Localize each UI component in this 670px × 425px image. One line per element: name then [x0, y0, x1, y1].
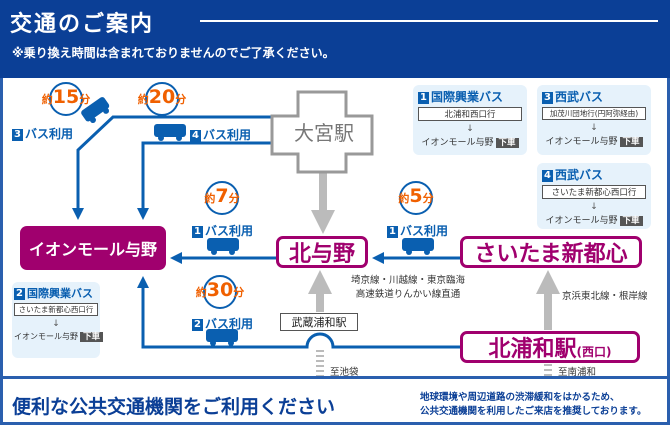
omiya-station: 大宮駅 [294, 121, 354, 145]
saitama-shintoshin-station: さいたま新都心 [460, 236, 642, 268]
bus-icon [154, 124, 186, 141]
route-4-line [137, 141, 282, 220]
bus-icon [207, 238, 239, 255]
to-minamiurawa: 至南浦和 [558, 367, 597, 378]
time-bubble [49, 82, 83, 116]
time-bubble [399, 181, 433, 215]
footer [3, 376, 667, 422]
kitaurawa-station: 北浦和駅(西口) [460, 331, 640, 363]
kitayono-station: 北与野 [276, 236, 368, 268]
aeon-mall-yono: イオンモール与野 [20, 226, 166, 270]
time-route-1-kitayono: 約7分 [204, 185, 240, 207]
time-bubble [145, 82, 179, 116]
to-ikebukuro: 至池袋 [330, 367, 359, 378]
kitaurawa-exit: (西口) [576, 344, 612, 359]
musashi-urawa-station: 武蔵浦和駅 [280, 313, 358, 331]
omiya-station-cross [270, 90, 374, 174]
footer-headline: 便利な公共交通機関をご利用ください [12, 396, 336, 418]
time-route-4: 約20分 [137, 86, 187, 108]
keihin-line-label: 京浜東北線・根岸線 [562, 291, 648, 302]
saikyo-line-label: 埼京線・川越線・東京臨海高速鉄道りんかい線直通 [350, 275, 465, 300]
transfer-note: ※乗り換え時間は含まれておりませんのでご了承ください。 [12, 46, 335, 60]
bus-icon [206, 329, 238, 346]
map-frame [0, 78, 670, 425]
bus-icon [402, 238, 434, 255]
route-3-line [72, 115, 282, 220]
time-route-2: 約30分 [195, 279, 245, 301]
bus-icon [81, 97, 110, 124]
header [0, 0, 670, 78]
time-route-1-shintoshin: 約5分 [398, 185, 434, 207]
route-2-line [137, 276, 460, 349]
time-bubble [203, 275, 237, 309]
page-title: 交通のご案内 [10, 12, 155, 37]
time-bubble [205, 181, 239, 215]
footer-note: 地球環境や周辺道路の渋滞緩和をはかるため、公共交通機関を利用したご来店を推奨して… [420, 392, 647, 417]
time-route-3: 約15分 [41, 86, 91, 108]
title-divider [200, 20, 658, 22]
kitaurawa-label: 北浦和駅 [488, 337, 577, 362]
